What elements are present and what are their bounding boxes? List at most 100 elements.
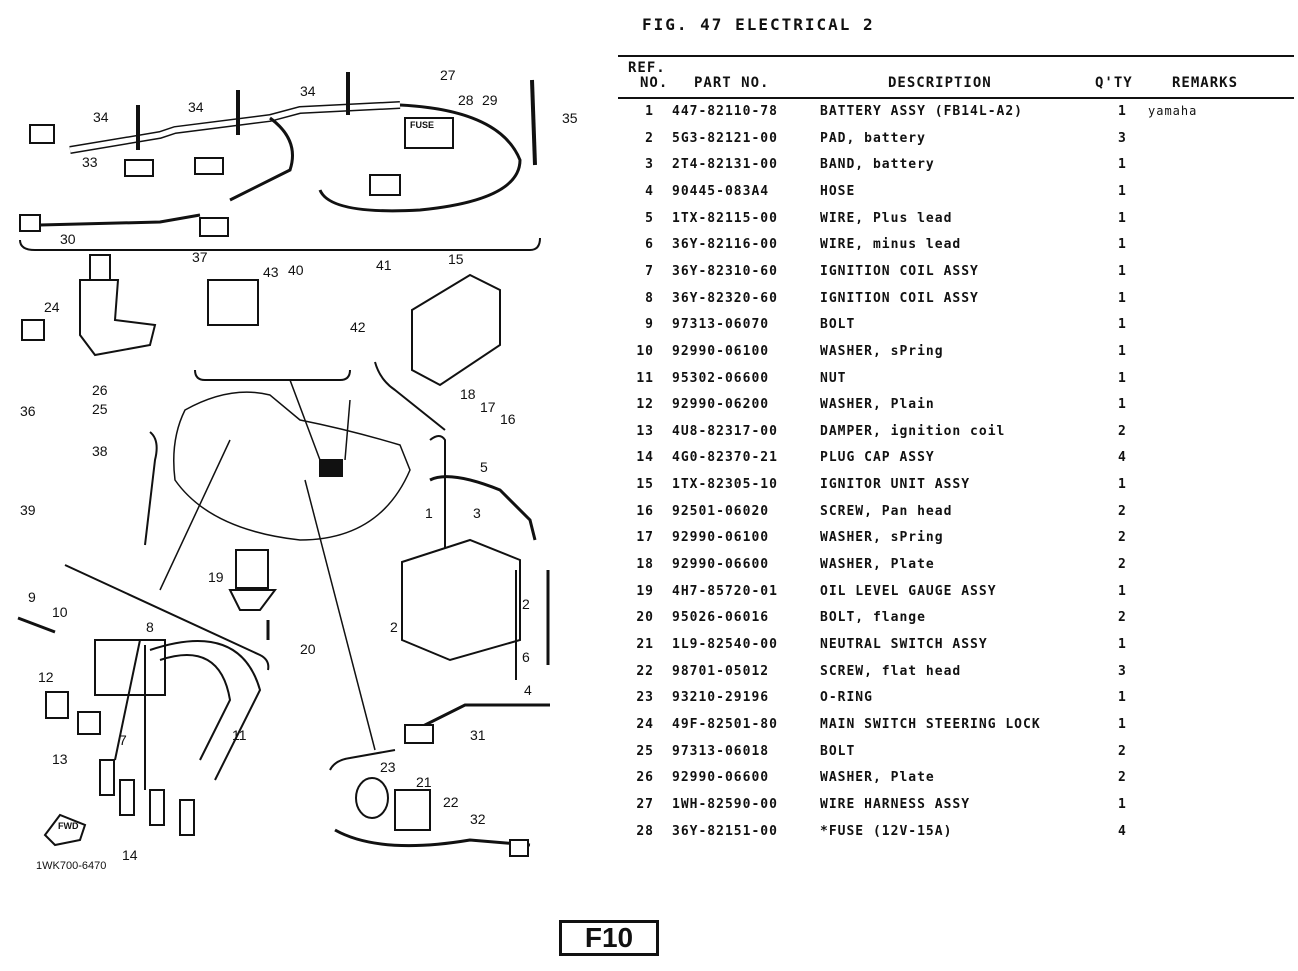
ref-number: 21 <box>636 637 654 652</box>
part-number: 4G0-82370-21 <box>672 450 778 466</box>
header-ref-top: REF. <box>628 60 666 76</box>
part-number: 97313-06018 <box>672 743 770 759</box>
callout-27: 27 <box>440 67 456 83</box>
ref-number: 22 <box>636 663 654 679</box>
ref-number: 2 <box>645 130 654 146</box>
quantity: 1 <box>1118 370 1127 386</box>
part-number: 92990-06100 <box>672 343 770 359</box>
ref-number: 8 <box>645 290 654 306</box>
header-part-no: PART NO. <box>694 75 770 91</box>
part-number: 95026-06016 <box>672 610 770 626</box>
leader-line <box>289 379 321 461</box>
callout-31: 31 <box>470 727 486 743</box>
relay-group-bracket <box>194 369 351 381</box>
callout-37: 37 <box>192 249 208 265</box>
callout-1: 1 <box>425 505 433 521</box>
part-number: 92990-06100 <box>672 530 770 546</box>
callout-21: 21 <box>416 774 432 790</box>
quantity: 4 <box>1118 450 1127 466</box>
part-description: WASHER, Plate <box>820 557 935 573</box>
remarks: yamaha <box>1148 104 1198 118</box>
part-description: WASHER, Plate <box>820 770 935 786</box>
ref-number: 5 <box>645 210 654 226</box>
part-number: 98701-05012 <box>672 663 770 679</box>
part-description: OIL LEVEL GAUGE ASSY <box>820 583 997 599</box>
callout-26: 26 <box>92 382 108 398</box>
ref-number: 19 <box>636 583 654 599</box>
leader-line <box>344 399 351 461</box>
plug-lead <box>114 639 141 761</box>
ref-number: 3 <box>645 157 654 173</box>
connector <box>19 214 41 232</box>
header-top-rule <box>618 55 1294 57</box>
quantity: 2 <box>1118 557 1127 573</box>
level-sensor <box>404 724 434 744</box>
part-description: O-RING <box>820 690 873 706</box>
part-description: WIRE, Plus lead <box>820 210 953 226</box>
callout-34: 34 <box>188 99 204 115</box>
quantity: 1 <box>1118 290 1127 306</box>
callout-28: 28 <box>458 92 474 108</box>
ref-number: 24 <box>636 716 654 732</box>
header-description: DESCRIPTION <box>888 75 992 91</box>
document-id: 1WK700-6470 <box>36 860 107 872</box>
diagram-drawing <box>17 72 550 857</box>
part-description: SCREW, flat head <box>820 663 962 679</box>
switch-connector <box>21 319 45 341</box>
part-number: 447-82110-78 <box>672 104 778 119</box>
part-number: 36Y-82310-60 <box>672 263 778 279</box>
part-description: IGNITOR UNIT ASSY <box>820 477 971 493</box>
part-description: DAMPER, ignition coil <box>820 423 1006 439</box>
quantity: 4 <box>1118 823 1127 839</box>
quantity: 1 <box>1118 183 1127 199</box>
callout-29: 29 <box>482 92 498 108</box>
oil-level-gauge <box>235 549 269 589</box>
ref-number: 17 <box>636 530 654 546</box>
quantity: 2 <box>1118 610 1127 626</box>
ref-number: 6 <box>645 237 654 253</box>
ref-number: 10 <box>636 343 654 359</box>
ref-number: 11 <box>636 370 654 386</box>
part-description: PAD, battery <box>820 130 926 146</box>
battery <box>401 538 521 662</box>
part-number: 90445-083A4 <box>672 183 770 199</box>
part-number: 36Y-82116-00 <box>672 237 778 253</box>
part-number: 5G3-82121-00 <box>672 130 778 146</box>
part-description: WIRE HARNESS ASSY <box>820 796 971 812</box>
connector <box>369 174 401 196</box>
part-description: MAIN SWITCH STEERING LOCK <box>820 716 1041 732</box>
ref-number: 9 <box>645 317 654 333</box>
callout-2: 2 <box>390 619 398 635</box>
neutral-switch-connector <box>509 839 529 857</box>
callout-35: 35 <box>562 110 578 126</box>
part-number: 1L9-82540-00 <box>672 637 778 652</box>
callout-32: 32 <box>470 811 486 827</box>
part-number: 1TX-82115-00 <box>672 210 778 226</box>
leader-line <box>304 479 376 751</box>
o-ring <box>355 777 389 819</box>
callout-19: 19 <box>208 569 224 585</box>
coil-group-bracket <box>64 564 270 671</box>
ref-number: 26 <box>636 770 654 786</box>
exploded-parts-diagram: 34 34 34 27 28 29 35 33 30 37 43 40 41 4… <box>0 0 620 900</box>
fwd-label: FWD <box>58 821 79 831</box>
callout-5: 5 <box>480 459 488 475</box>
ref-number: 20 <box>636 610 654 626</box>
part-number: 36Y-82151-00 <box>672 823 778 839</box>
connector <box>199 217 229 237</box>
